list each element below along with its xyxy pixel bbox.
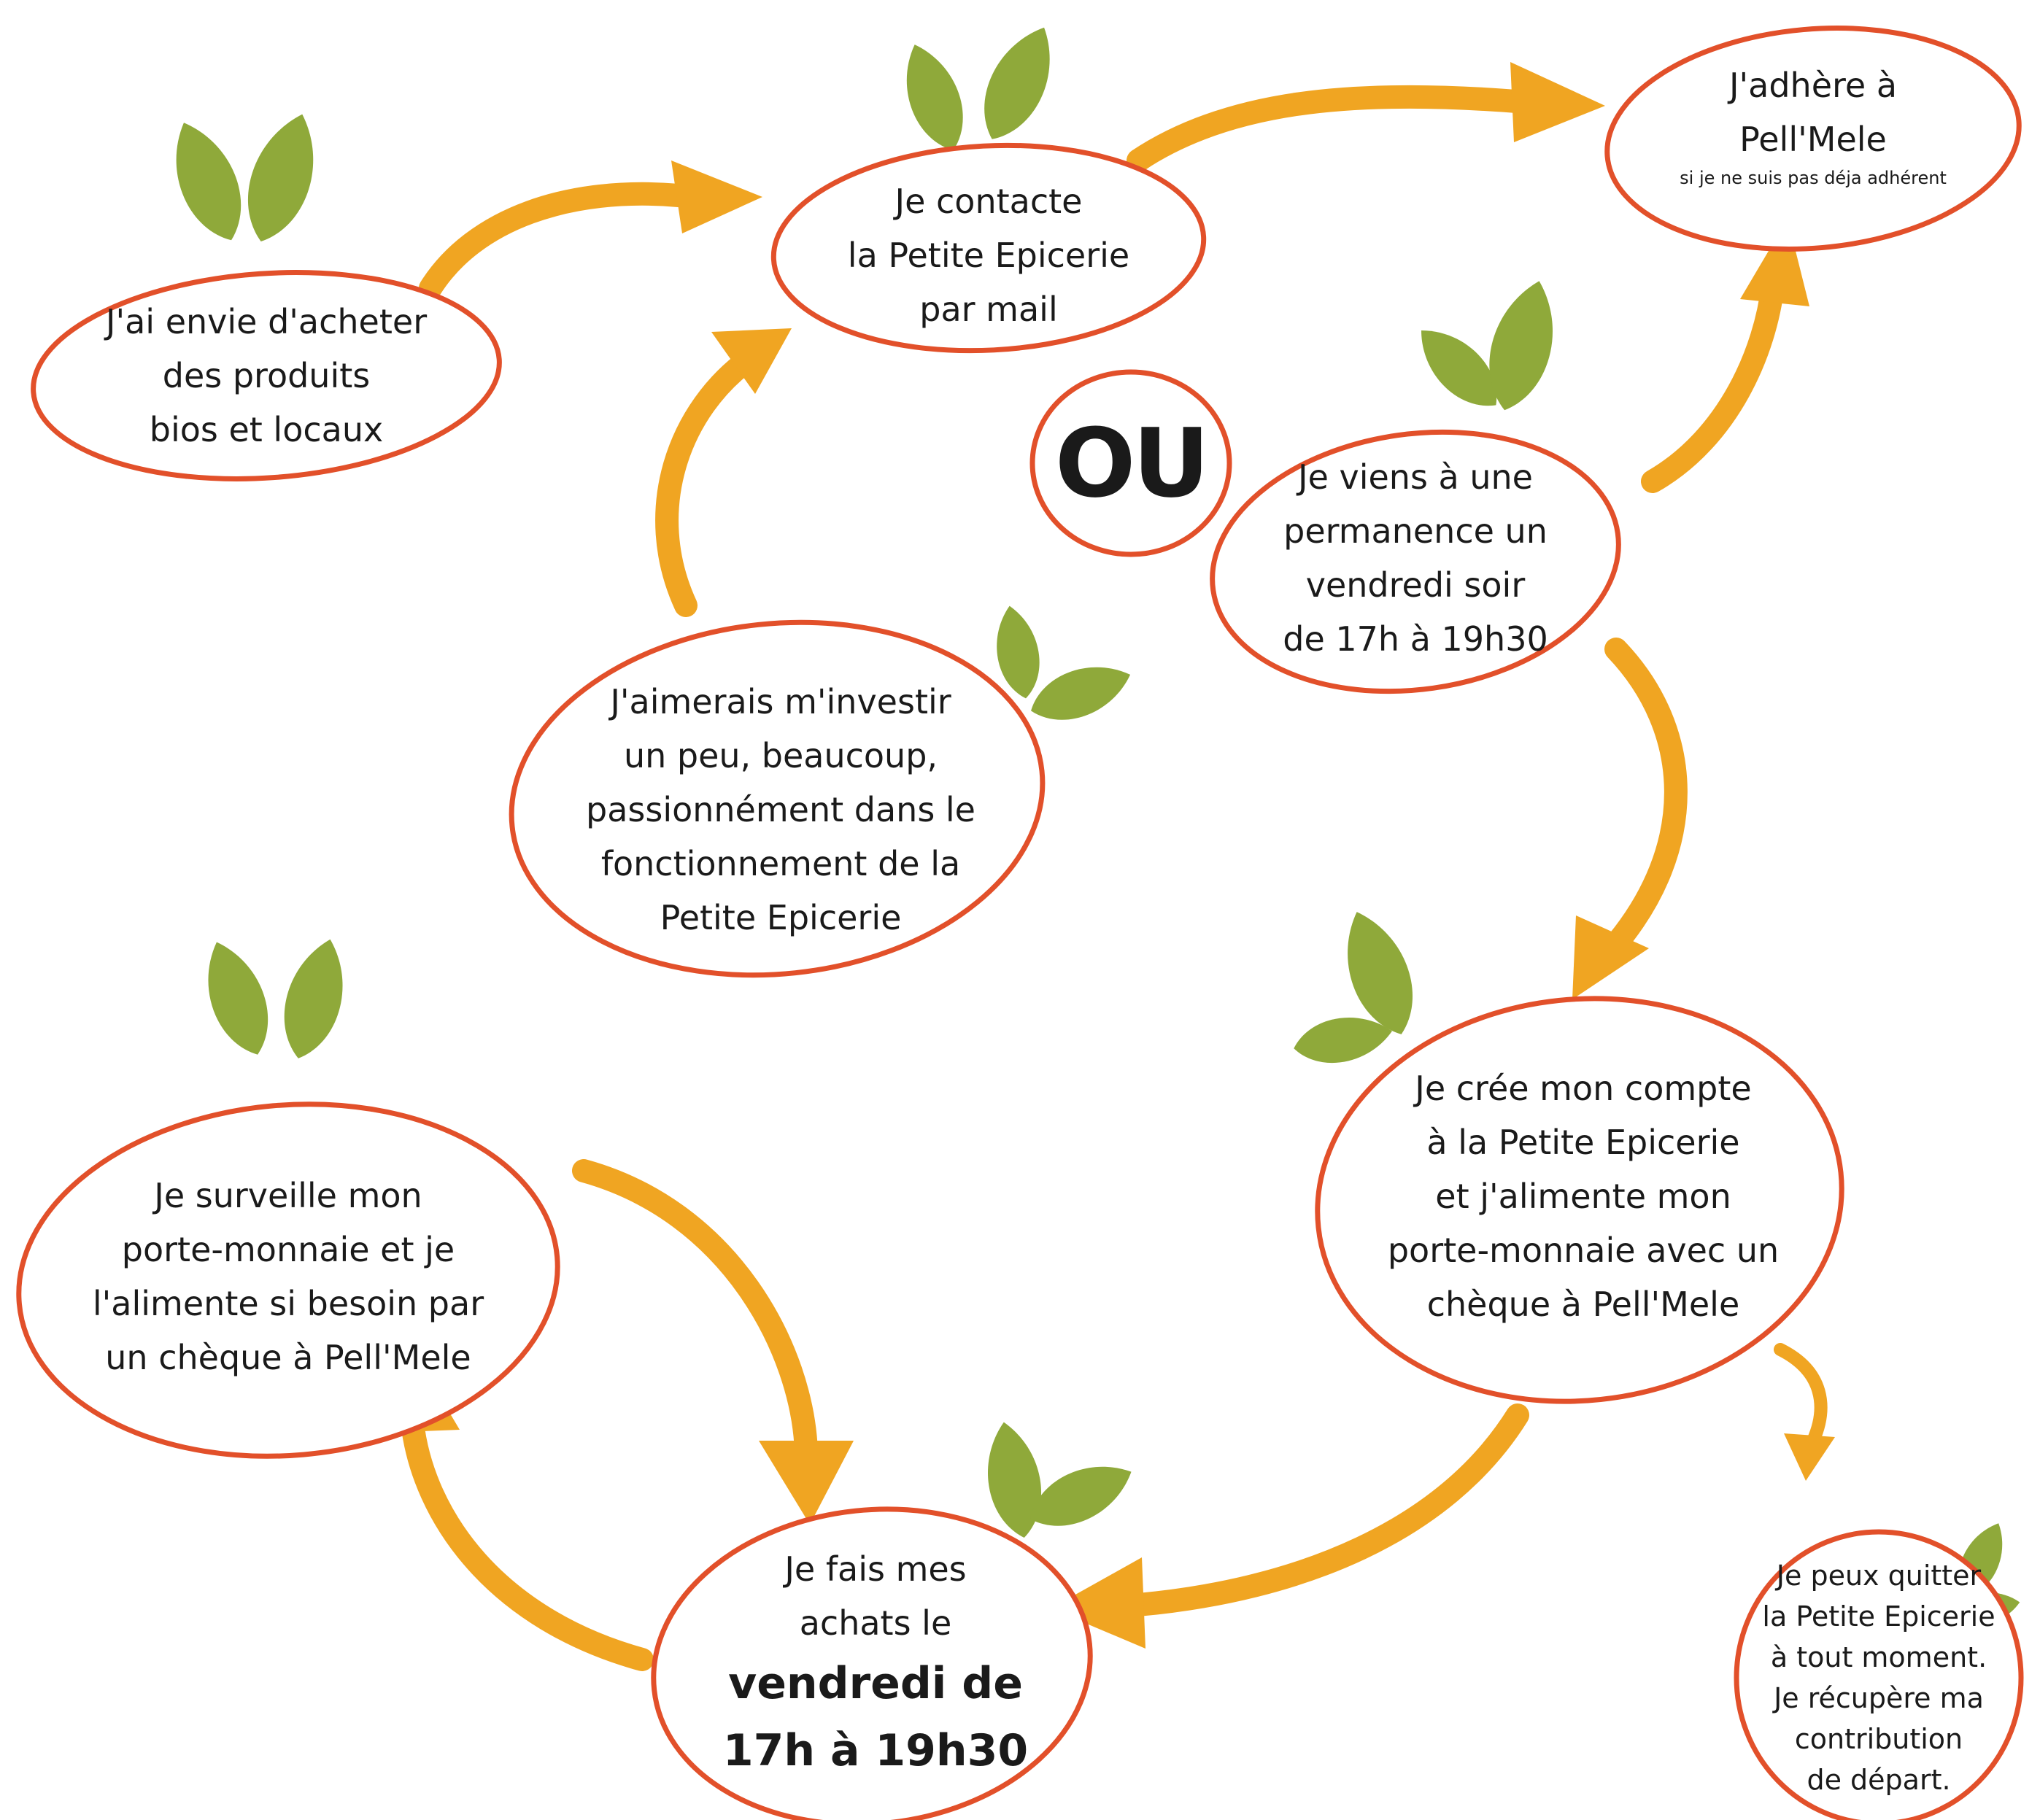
- ellipse-monitor: [16, 1101, 560, 1459]
- node-adhere-line: J'adhère à: [1728, 66, 1898, 105]
- arrow-permanence-to-adhere: [1641, 273, 1785, 493]
- node-permanence: Je viens à une permanence un vendredi so…: [1240, 449, 1591, 667]
- node-monitor-line: porte-monnaie et je: [121, 1230, 455, 1269]
- node-account: Je crée mon compte à la Petite Epicerie …: [1357, 1058, 1809, 1335]
- node-purchase-line: Je fais mes: [784, 1549, 967, 1589]
- node-start-line: J'ai envie d'acheter: [105, 302, 428, 341]
- node-adhere-note: si je ne suis pas déja adhérent: [1680, 168, 1947, 188]
- arrow-account-to-quit: [1774, 1343, 1828, 1447]
- node-quit-line: à tout moment.: [1770, 1641, 1987, 1673]
- arrowhead-account: [1572, 915, 1649, 999]
- leaf-icon: [272, 932, 357, 1066]
- leaf-icon: [967, 16, 1069, 151]
- node-quit-line: de départ.: [1807, 1764, 1951, 1796]
- node-adhere: J'adhère à Pell'Mele si je ne suis pas d…: [1634, 44, 1992, 204]
- ellipse-contact: [770, 142, 1207, 354]
- node-contact: Je contacte la Petite Epicerie par mail: [803, 175, 1175, 336]
- arrow-purchase-to-monitor: [401, 1411, 654, 1671]
- node-permanence-line: permanence un: [1283, 511, 1548, 551]
- ellipse-adhere: [1604, 26, 2022, 252]
- node-permanence-line: vendredi soir: [1305, 565, 1526, 605]
- arrow-account-to-purchase: [1127, 1403, 1529, 1616]
- arrow-start-to-contact: [419, 182, 690, 300]
- arrowhead-purchase-from-account: [1051, 1557, 1145, 1649]
- ellipse-start: [31, 270, 502, 481]
- leaf-icon: [192, 933, 282, 1064]
- arrow-permanence-to-account: [1601, 638, 1688, 960]
- arrowhead-adhere: [1510, 62, 1605, 142]
- node-quit-line: contribution: [1794, 1723, 1963, 1755]
- node-monitor-line: l'alimente si besoin par: [92, 1284, 484, 1323]
- node-permanence-line: de 17h à 19h30: [1283, 619, 1548, 659]
- arrow-invest-to-contact: [655, 346, 763, 617]
- ellipse-ou: [1029, 369, 1232, 557]
- leaf-icon: [1023, 652, 1138, 733]
- arrows: [401, 85, 1828, 1671]
- arrowhead-purchase-from-monitor: [759, 1441, 854, 1525]
- node-quit-line: Je récupère ma: [1774, 1682, 1984, 1714]
- node-contact-line: la Petite Epicerie: [847, 236, 1130, 275]
- node-ellipses: [16, 26, 2024, 1820]
- node-permanence-line: Je viens à une: [1298, 457, 1533, 497]
- node-quit-line: Je peux quitter: [1776, 1560, 1982, 1592]
- node-quit-line: la Petite Epicerie: [1762, 1600, 1995, 1633]
- node-account-line: Je crée mon compte: [1415, 1069, 1752, 1108]
- arrowhead-contact-from-invest: [711, 328, 792, 394]
- node-invest-line: fonctionnement de la: [600, 844, 961, 883]
- arrowhead-contact: [671, 160, 762, 233]
- node-monitor: Je surveille mon porte-monnaie et je l'a…: [58, 1160, 518, 1393]
- ellipse-quit: [1734, 1529, 2024, 1820]
- node-contact-line: par mail: [919, 290, 1058, 329]
- node-monitor-line: un chèque à Pell'Mele: [105, 1338, 471, 1377]
- or-label: OU: [1054, 408, 1210, 519]
- node-quit: Je peux quitter la Petite Epicerie à tou…: [1755, 1546, 2003, 1809]
- arrowhead-quit: [1784, 1433, 1835, 1481]
- node-purchase-highlight: vendredi de: [728, 1658, 1023, 1709]
- node-invest-line: passionnément dans le: [586, 790, 975, 829]
- ellipse-permanence: [1210, 429, 1621, 694]
- leaf-icon: [891, 36, 977, 159]
- node-adhere-line: Pell'Mele: [1739, 120, 1887, 159]
- node-purchase-line: achats le: [799, 1603, 952, 1643]
- arrow-contact-to-adhere: [1127, 85, 1537, 172]
- node-invest-line: J'aimerais m'investir: [610, 682, 951, 721]
- arrow-monitor-to-purchase: [572, 1159, 818, 1463]
- node-purchase: Je fais mes achats le vendredi de 17h à …: [693, 1525, 1058, 1802]
- ellipse-invest: [509, 619, 1046, 978]
- node-invest-line: un peu, beaucoup,: [623, 736, 938, 775]
- node-purchase-highlight: 17h à 19h30: [722, 1725, 1029, 1776]
- node-account-line: et j'alimente mon: [1435, 1177, 1731, 1216]
- node-start-line: des produits: [162, 356, 371, 395]
- node-monitor-line: Je surveille mon: [154, 1176, 422, 1215]
- node-contact-line: Je contacte: [895, 182, 1083, 221]
- node-invest: J'aimerais m'investir un peu, beaucoup, …: [555, 671, 1007, 948]
- leaf-icon: [978, 1417, 1050, 1543]
- node-account-line: à la Petite Epicerie: [1426, 1123, 1740, 1162]
- ellipse-purchase: [651, 1506, 1093, 1820]
- ellipse-account: [1315, 996, 1844, 1404]
- leaf-icon: [233, 105, 331, 251]
- node-account-line: chèque à Pell'Mele: [1426, 1285, 1740, 1324]
- node-start: J'ai envie d'acheter des produits bios e…: [77, 288, 456, 463]
- node-start-line: bios et locaux: [149, 410, 384, 449]
- leaf-icon: [158, 112, 258, 251]
- node-invest-line: Petite Epicerie: [660, 898, 902, 937]
- node-account-line: porte-monnaie avec un: [1387, 1231, 1780, 1270]
